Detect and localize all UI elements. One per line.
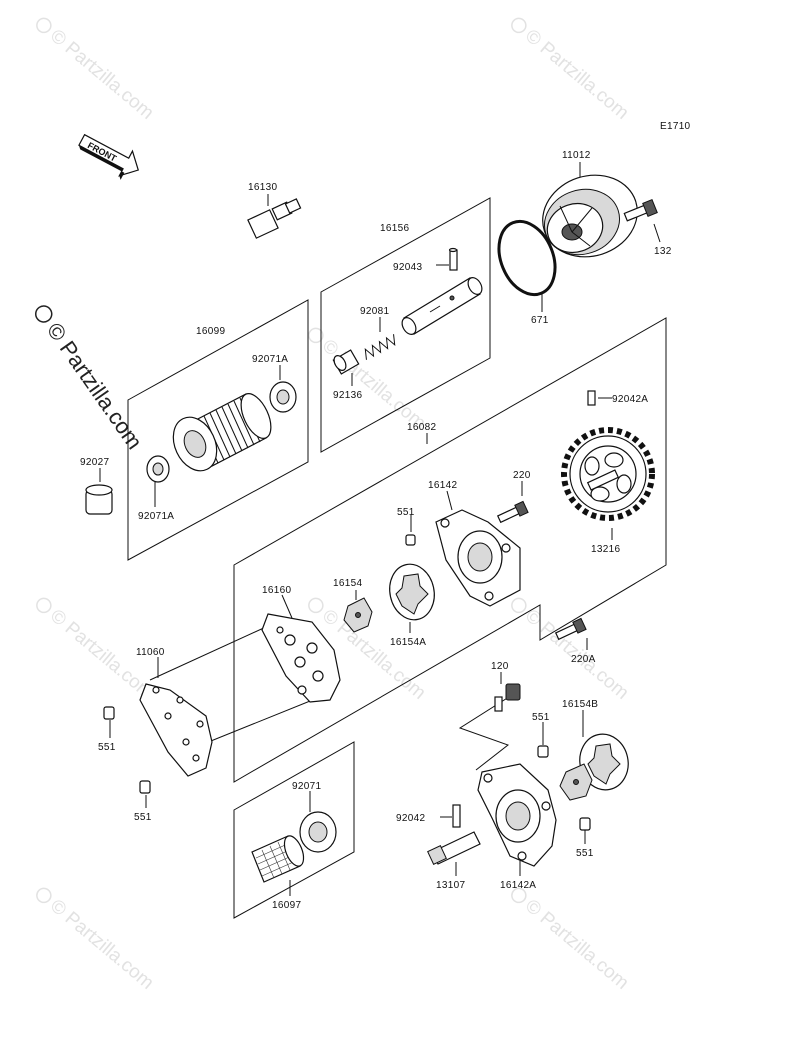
label-120: 120 bbox=[491, 661, 509, 672]
label-16154B: 16154B bbox=[562, 699, 598, 710]
label-551-d: 551 bbox=[576, 848, 594, 859]
part-16154A-rotor bbox=[389, 563, 435, 621]
label-551-a: 551 bbox=[397, 507, 415, 518]
part-551-dowel-e bbox=[139, 780, 151, 794]
part-120-bolt bbox=[494, 683, 521, 712]
part-551-dowel-c bbox=[537, 745, 549, 758]
part-551-dowel-a bbox=[405, 534, 416, 546]
label-92042A: 92042A bbox=[612, 394, 648, 405]
part-132-bolt bbox=[623, 198, 658, 222]
label-220A: 220A bbox=[571, 654, 596, 665]
label-92027: 92027 bbox=[80, 457, 109, 468]
watermark-large: © Partzilla.com bbox=[34, 305, 148, 454]
label-11060: 11060 bbox=[136, 647, 165, 658]
label-11012: 11012 bbox=[562, 150, 591, 161]
label-92071A-top: 92071A bbox=[252, 354, 288, 365]
group-outlines bbox=[127, 197, 667, 919]
part-labels: 16130 16156 11012 132 92043 92081 92136 … bbox=[80, 150, 672, 911]
part-92043-pin bbox=[448, 247, 458, 271]
label-92042: 92042 bbox=[396, 813, 425, 824]
part-16156-valve bbox=[401, 277, 483, 335]
label-92043: 92043 bbox=[393, 262, 422, 273]
part-16160-plate bbox=[261, 613, 341, 703]
part-92071A-seal-top bbox=[269, 381, 297, 413]
label-551-c: 551 bbox=[532, 712, 550, 723]
part-92081-spring bbox=[364, 334, 396, 360]
part-92071-seal bbox=[299, 811, 337, 853]
part-551-dowel-d bbox=[579, 817, 591, 831]
label-92081: 92081 bbox=[360, 306, 389, 317]
diagram-ref-code: E1710 bbox=[660, 121, 691, 132]
leader-lines bbox=[99, 162, 661, 896]
label-16082: 16082 bbox=[407, 422, 436, 433]
part-13107-shaft bbox=[427, 831, 481, 865]
part-671-oring bbox=[497, 219, 557, 297]
part-16142A-body bbox=[477, 763, 557, 867]
watermark-text: © Partzilla.com bbox=[521, 25, 633, 123]
part-220A-bolt bbox=[554, 617, 587, 641]
part-16154B-rotor bbox=[559, 733, 629, 801]
watermark-text: © Partzilla.com bbox=[46, 895, 158, 993]
label-16142: 16142 bbox=[428, 480, 457, 491]
part-16142-body bbox=[435, 509, 521, 607]
label-16097: 16097 bbox=[272, 900, 301, 911]
label-16156: 16156 bbox=[380, 223, 409, 234]
watermark-text: © Partzilla.com bbox=[318, 335, 430, 433]
watermark-text: © Partzilla.com bbox=[521, 895, 633, 993]
label-16142A: 16142A bbox=[500, 880, 536, 891]
part-92136-plunger bbox=[332, 349, 360, 375]
watermark-large-text: © Partzilla.com bbox=[42, 318, 148, 454]
part-220-bolt bbox=[496, 500, 529, 524]
label-92071: 92071 bbox=[292, 781, 321, 792]
part-92042A-pin bbox=[587, 390, 596, 406]
label-16160: 16160 bbox=[262, 585, 291, 596]
label-16154A: 16154A bbox=[390, 637, 426, 648]
part-13216-gear bbox=[561, 427, 655, 521]
front-arrow-icon: FRONT bbox=[78, 133, 140, 180]
label-220: 220 bbox=[513, 470, 531, 481]
label-551-b: 551 bbox=[98, 742, 116, 753]
part-92027-spacer bbox=[85, 484, 113, 515]
part-551-dowel-b bbox=[103, 706, 115, 720]
label-13216: 13216 bbox=[591, 544, 620, 555]
watermark-text: © Partzilla.com bbox=[46, 25, 158, 123]
part-11012-cover bbox=[542, 174, 638, 258]
label-92136: 92136 bbox=[333, 390, 362, 401]
part-16097-strainer bbox=[251, 835, 305, 883]
label-16154: 16154 bbox=[333, 578, 362, 589]
part-11060-gasket bbox=[139, 683, 213, 777]
part-16130-fitting bbox=[247, 198, 302, 239]
part-16154-rotor bbox=[343, 597, 373, 633]
label-132: 132 bbox=[654, 246, 672, 257]
label-671: 671 bbox=[531, 315, 549, 326]
label-16130: 16130 bbox=[248, 182, 277, 193]
label-92071A-bottom: 92071A bbox=[138, 511, 174, 522]
part-92042-pin bbox=[452, 804, 461, 828]
label-16099: 16099 bbox=[196, 326, 225, 337]
part-92071A-seal-bottom bbox=[146, 455, 170, 483]
part-16099-filter bbox=[172, 393, 272, 472]
label-13107: 13107 bbox=[436, 880, 465, 891]
label-551-e: 551 bbox=[134, 812, 152, 823]
